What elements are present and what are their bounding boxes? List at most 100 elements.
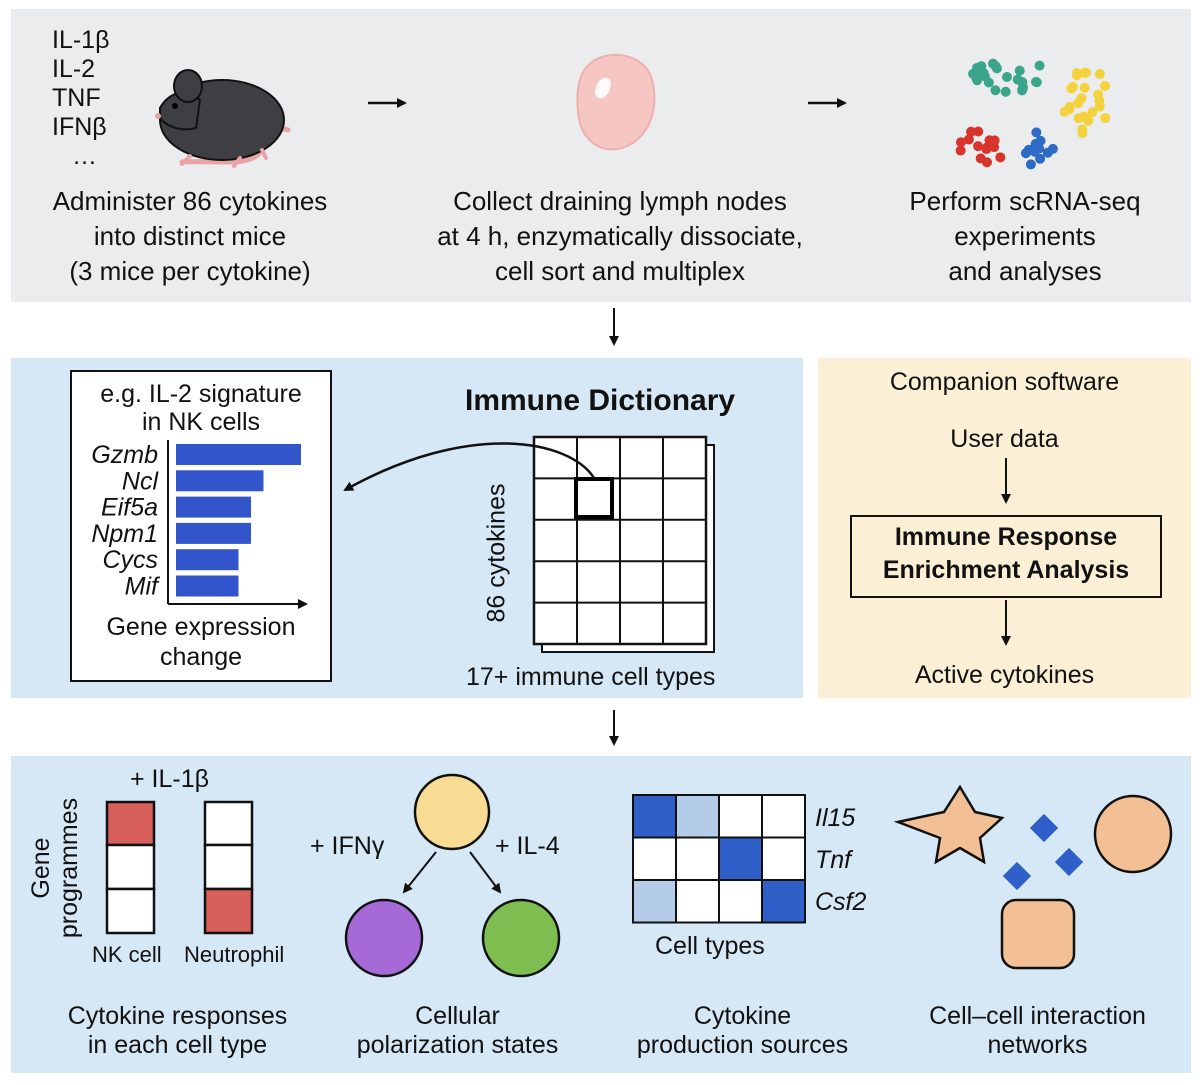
ifng-polarized-cell-icon [344,898,424,978]
cytokine-item: IL-1β [52,26,110,54]
cell-dot-icon [978,69,989,80]
cell-dot-icon [1087,107,1098,118]
polarization-caption: Cellular polarization states [356,1002,559,1059]
heatmap-cell [761,836,806,881]
cell-dot-icon [1025,159,1036,170]
cell-dot-icon [1035,153,1046,164]
arrow-icon [469,851,502,894]
production-caption: Cytokine production sources [636,1002,849,1059]
cell-dot-icon [1014,65,1025,76]
heatmap-cell [718,879,763,924]
tick-label: Gzmb [91,441,158,469]
square-cell-icon [1000,898,1076,970]
cell-dot-icon [1047,143,1058,154]
bar-npm1 [176,522,251,544]
heatmap-cell [675,879,720,924]
cell-dot-icon [1083,115,1094,126]
il1b-label: + IL-1β [130,765,210,793]
enrichment-box [850,515,1162,598]
cell-dot-icon [972,75,983,86]
cell-dot-icon [1079,82,1090,93]
heatmap-cell [718,836,763,881]
round-cell-icon [1093,794,1173,874]
enrichment-label: Immune Response Enrichment Analysis [882,523,1130,584]
tick-label: Eif5a [101,494,158,522]
user-data-label: User data [950,425,1059,453]
cell-dot-icon [1031,127,1042,138]
heatmap-cell [675,794,720,839]
bar-mif [176,575,239,597]
step2-caption: Collect draining lymph nodes at 4 h, enz… [437,186,803,286]
step1-caption: Administer 86 cytokines into distinct mi… [52,186,328,286]
example-axis-label: Gene expression change [106,613,296,671]
cell-dot-icon [983,77,994,88]
cytokine-list: IL-1β IL-2 TNF IFNβ … [52,26,109,171]
step3-caption: Perform scRNA-seq experiments and analys… [909,186,1141,286]
cell-dot-icon [973,141,984,152]
cell-dot-icon [1099,81,1110,92]
bar-gzmb [176,444,301,465]
cytokine-item: TNF [52,84,101,112]
gene-label-csf2: Csf2 [815,888,867,916]
cell-dot-icon [1031,77,1042,88]
arrow-icon [402,851,437,894]
cell-dot-icon [963,134,974,145]
heatmap-cell [761,794,806,839]
cell-dot-icon [1020,148,1031,159]
cytokine-diamond-icon [1054,847,1084,877]
companion-title: Companion software [889,368,1120,396]
heatmap-cell [718,794,763,839]
example-title: e.g. IL-2 signature in NK cells [100,380,302,436]
il4-polarized-cell-icon [481,898,561,978]
il4-label: + IL-4 [495,832,560,860]
cell-dot-icon [995,152,1006,163]
responses-caption: Cytokine responses in each cell type [67,1002,288,1059]
curved-arrow-icon [343,442,596,492]
neutrophil-label: Neutrophil [184,942,285,967]
cell-dot-icon [1000,86,1011,97]
heatmap-cell [632,794,677,839]
nk-cell-programmes [105,800,156,935]
heatmap-cell [632,836,677,881]
highlight-cell [574,477,614,519]
lymph-node-icon [576,53,656,151]
cell-dot-icon [1079,67,1090,78]
bar-cycs [176,549,239,571]
gene-label-il15: Il15 [815,804,856,832]
cell-clusters-icon [955,58,1111,170]
cell-dot-icon [955,137,966,148]
cytokine-diamond-icon [1029,813,1059,843]
cell-types-label: Cell types [655,932,765,960]
heatmap-cell [675,836,720,881]
dictionary-x-label: 17+ immune cell types [466,663,716,691]
cell-dot-icon [1094,95,1105,106]
cell-dot-icon [975,153,986,164]
cell-dot-icon [990,85,1001,96]
cytokine-diamond-icon [1002,861,1032,891]
heatmap-cell [761,879,806,924]
bar-ncl [176,470,264,492]
cell-dot-icon [1064,101,1075,112]
cell-dot-icon [1073,113,1084,124]
cell-dot-icon [973,126,984,137]
cell-dot-icon [1076,93,1087,104]
cell-dot-icon [1077,128,1088,139]
tick-label: Mif [125,573,161,601]
cell-dot-icon [1030,138,1041,149]
tick-label: Ncl [122,467,160,495]
tick-label: Cycs [102,546,158,574]
production-heatmap [632,794,806,924]
nk-cell-label: NK cell [92,942,162,967]
ifng-label: + IFNγ [310,832,385,860]
cell-dot-icon [955,145,966,156]
cytokine-item: … [72,142,97,170]
gene-label-tnf: Tnf [815,846,852,874]
naive-cell-icon [413,773,491,851]
cell-dot-icon [984,135,995,146]
cell-dot-icon [1094,69,1105,80]
